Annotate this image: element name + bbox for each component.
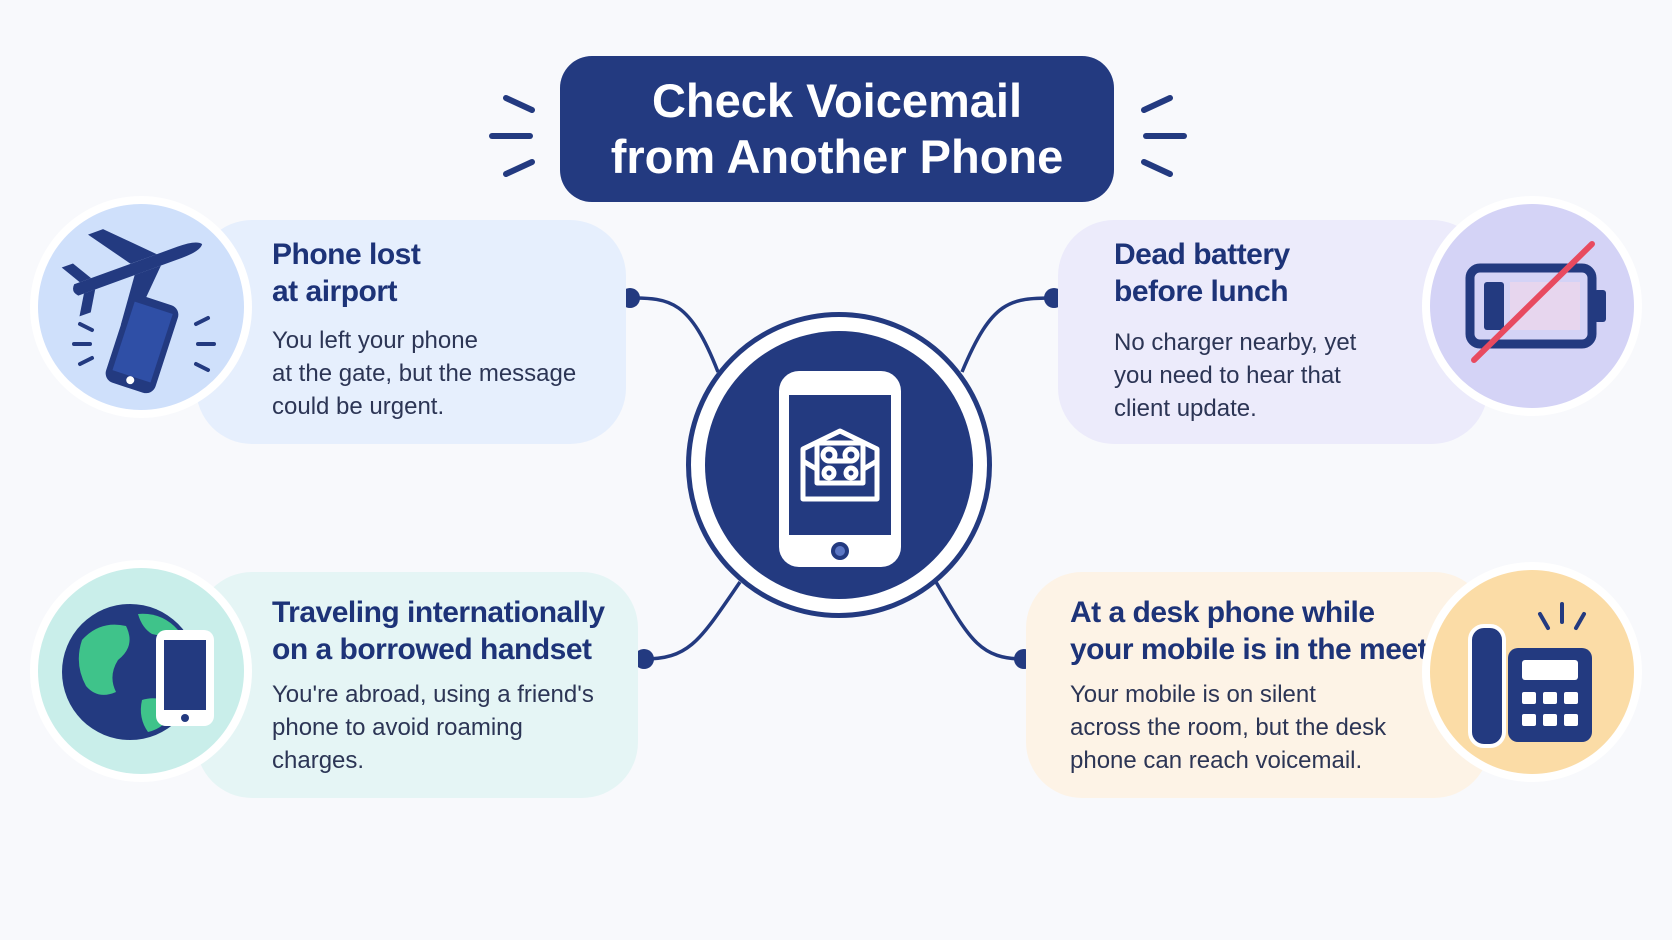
card-text-battery: No charger nearby, yet you need to hear … xyxy=(1114,329,1357,422)
globe-phone-icon xyxy=(38,568,244,774)
card-title-battery: Dead battery before lunch xyxy=(1114,238,1290,308)
card-text-international: You're abroad, using a friend's phone to… xyxy=(272,681,594,774)
desk-phone-icon xyxy=(1430,570,1634,774)
dead-battery-icon xyxy=(1430,204,1634,408)
scenario-card-airport: Phone lost at airport You left your phon… xyxy=(196,220,626,444)
scenario-card-international: Traveling internationally on a borrowed … xyxy=(196,572,638,798)
card-text-desk: Your mobile is on silent across the room… xyxy=(1070,681,1387,774)
airplane-phone-icon xyxy=(38,204,244,410)
voicemail-phone-icon xyxy=(705,331,973,599)
card-title-airport: Phone lost at airport xyxy=(272,238,421,308)
right-burst-icon xyxy=(1141,95,1187,177)
page-title: Check Voicemail from Another Phone xyxy=(560,56,1114,202)
scenario-card-desk: At a desk phone while your mobile is in … xyxy=(1026,572,1490,798)
hub-circle xyxy=(686,312,992,618)
card-title-desk: At a desk phone while your mobile is in … xyxy=(1070,596,1471,666)
title-line-2: from Another Phone xyxy=(610,130,1064,183)
title-line-1: Check Voicemail xyxy=(651,74,1023,127)
card-text-airport: You left your phone at the gate, but the… xyxy=(272,327,577,420)
scenario-card-battery: Dead battery before lunch No charger nea… xyxy=(1058,220,1488,444)
left-burst-icon xyxy=(489,95,535,177)
connector-battery xyxy=(960,296,1055,373)
card-title-international: Traveling internationally on a borrowed … xyxy=(272,596,605,666)
